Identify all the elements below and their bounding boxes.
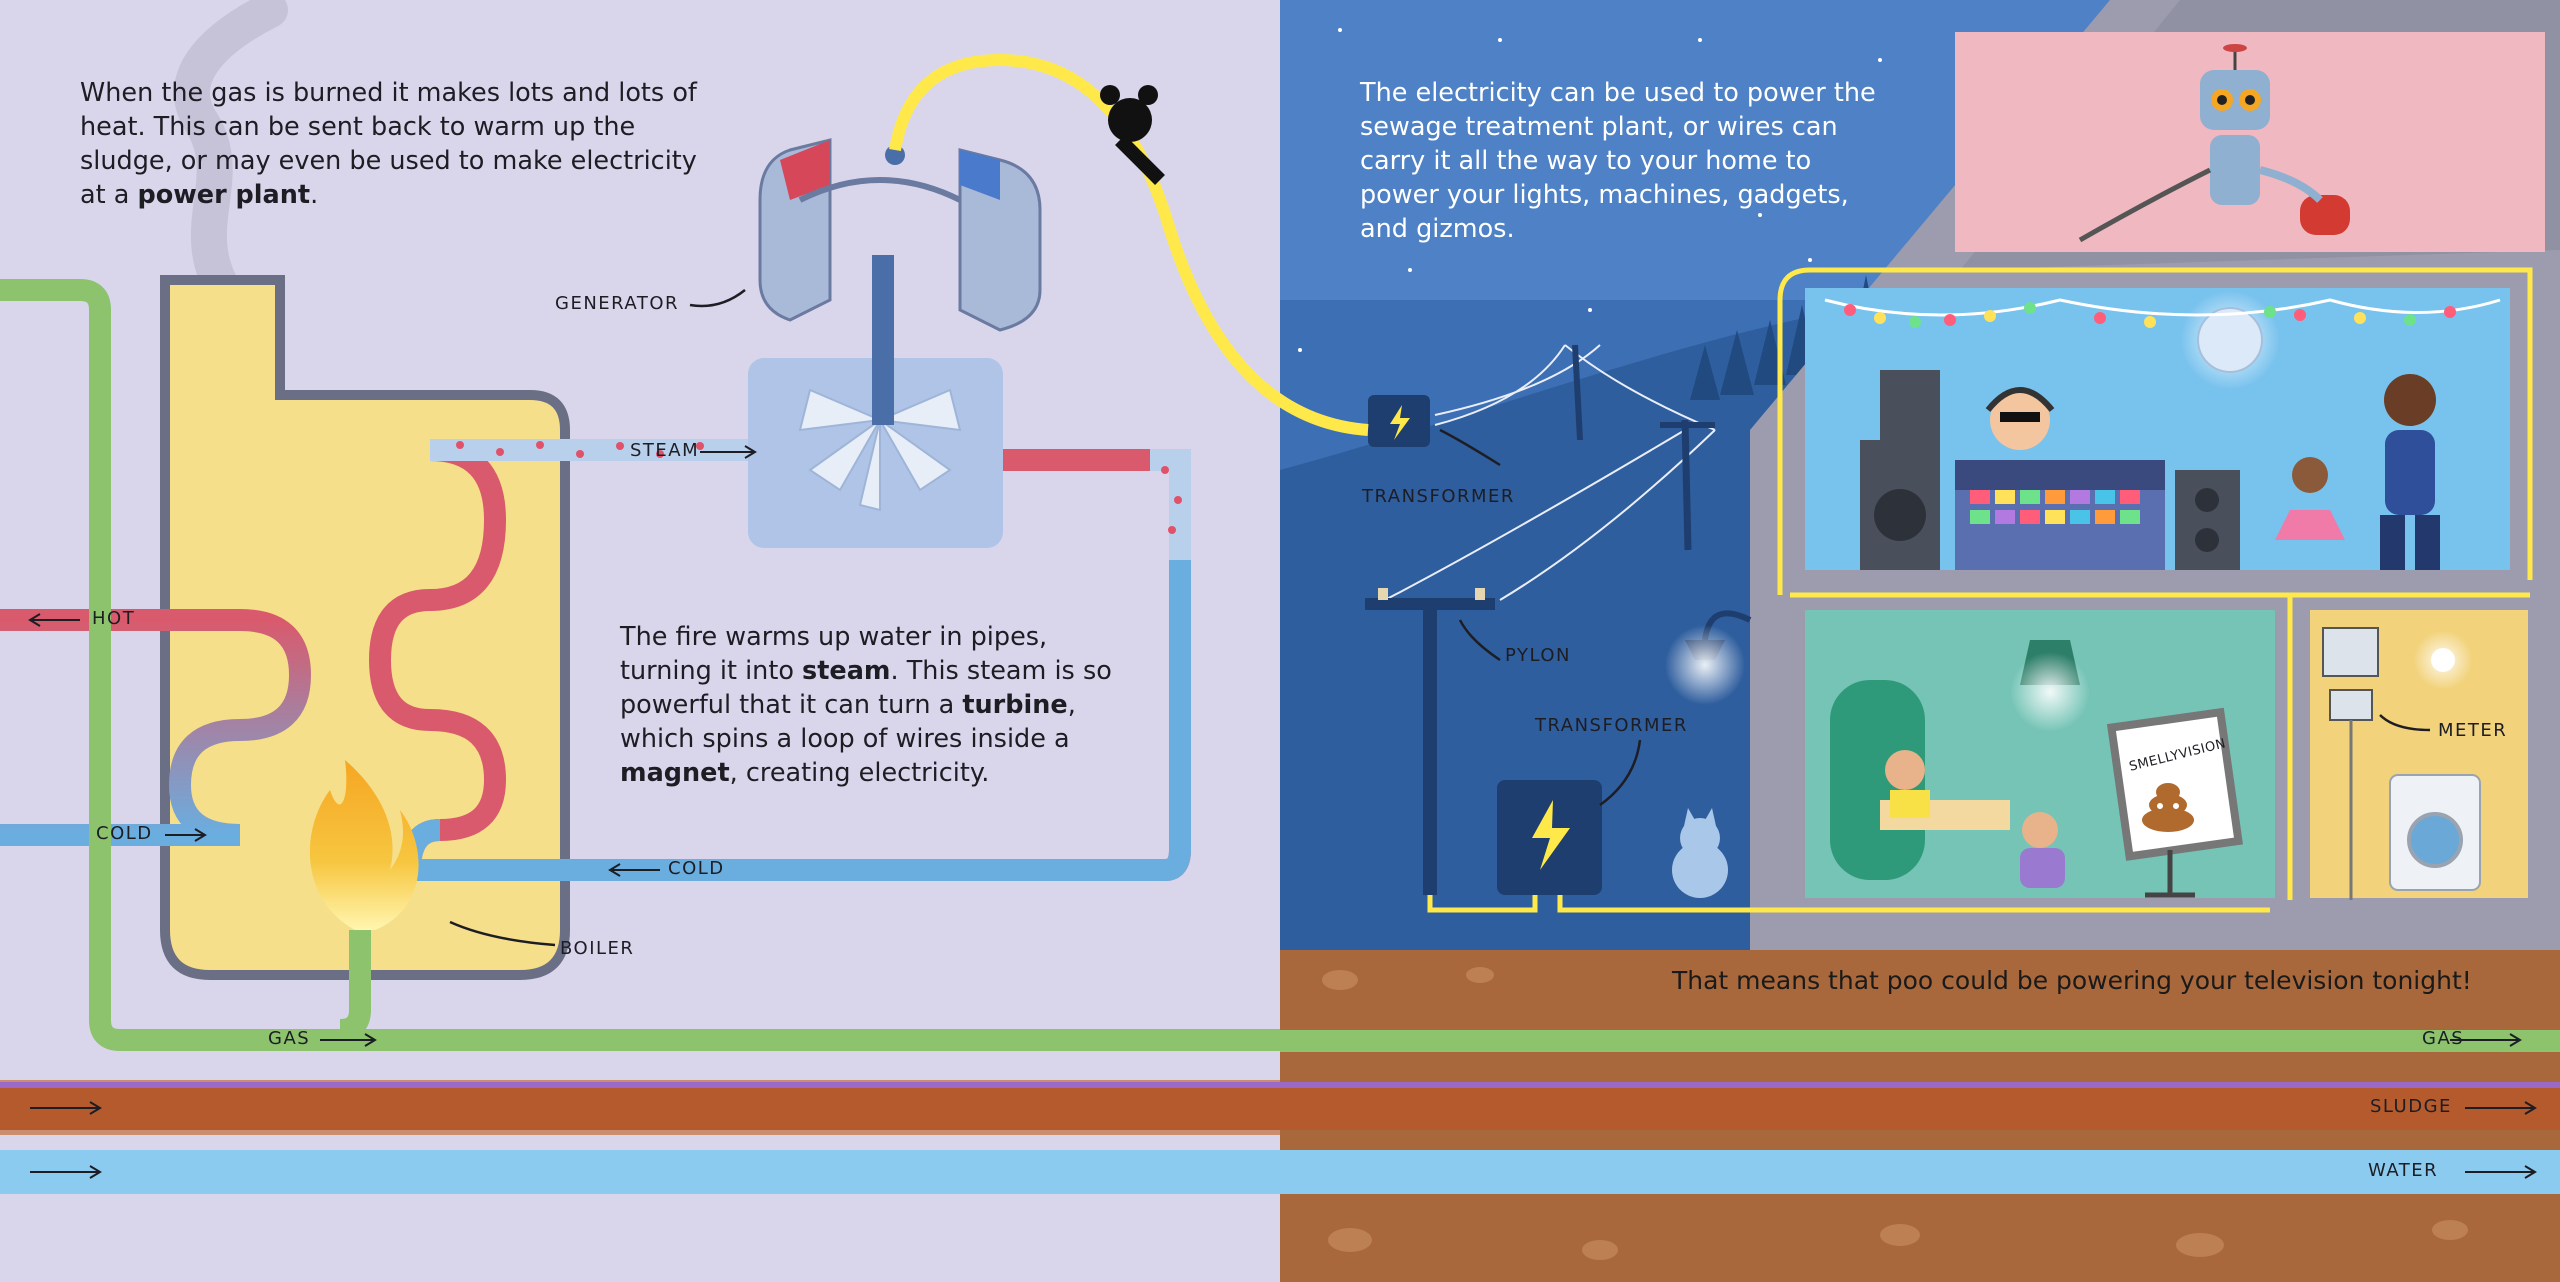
gas-burned-paragraph: When the gas is burned it makes lots and… — [80, 78, 697, 210]
transformer-bottom-label: TRANSFORMER — [1535, 715, 1688, 736]
arrow-left-icon — [28, 613, 660, 877]
chimney — [180, 300, 260, 370]
fuse-box — [2322, 627, 2379, 677]
pylon — [1365, 588, 1495, 895]
girl-dancing — [2292, 457, 2328, 493]
steam-label: STEAM — [630, 440, 700, 461]
baby — [1885, 750, 1925, 790]
steam-pipe — [430, 439, 1191, 560]
fire-warms-paragraph: The fire warms up water in pipes, turnin… — [620, 622, 1112, 788]
sludge-pipe — [0, 1088, 2560, 1130]
lightning-bolt-icon — [1532, 800, 1570, 870]
boiler-label: BOILER — [560, 938, 635, 959]
living-room-scene — [1830, 640, 2243, 898]
turbine-blades — [798, 388, 962, 512]
disco-ball — [2197, 307, 2263, 373]
water-label: WATER — [2368, 1160, 2439, 1181]
soil-stones — [1322, 967, 2468, 1260]
television — [2106, 707, 2243, 861]
water-pipe — [0, 1150, 2560, 1194]
cold-label-left: COLD — [96, 823, 153, 844]
gas-label-left: GAS — [268, 1028, 311, 1049]
meter-label: METER — [2438, 720, 2508, 741]
girl-reading — [2022, 812, 2058, 848]
cat — [1672, 808, 1728, 898]
boy-dancing — [2384, 374, 2436, 426]
speaker-right — [2175, 470, 2240, 570]
sludge-label: SLUDGE — [2370, 1096, 2452, 1117]
stars — [1298, 28, 1882, 352]
robot-vacuum — [2078, 44, 2350, 243]
meter-box — [2329, 689, 2373, 721]
transformer-top-label: TRANSFORMER — [1362, 486, 1515, 507]
hot-label: HOT — [92, 608, 136, 629]
steam-dots — [456, 441, 1182, 534]
pylon-label: PYLON — [1505, 645, 1571, 666]
generator-label: GENERATOR — [555, 293, 680, 314]
utility-room-scene — [2322, 627, 2481, 900]
gas-label-right: GAS — [2422, 1028, 2465, 1049]
arrow-right-icon — [165, 445, 2537, 1179]
sludge-pipe-border — [0, 1082, 2560, 1088]
lightning-bolt-icon — [1390, 405, 1410, 440]
arrow-right-icon — [30, 1101, 102, 1179]
gas-pipe-overlay — [1280, 1030, 2560, 1052]
gas-pipe-main — [0, 279, 2560, 1051]
street-lamp — [1665, 610, 1752, 705]
tagline: That means that poo could be powering yo… — [1672, 966, 2472, 995]
cold-label-return: COLD — [668, 858, 725, 879]
flame-icon — [309, 760, 419, 930]
pointer-arrows — [449, 289, 2431, 947]
electricity-used-paragraph: The electricity can be used to power the… — [1360, 78, 1876, 244]
generator — [758, 138, 1042, 425]
cold-return-pipe — [398, 560, 1191, 881]
shocked-dog — [1100, 85, 1165, 185]
hot-cold-coil-left — [0, 609, 312, 846]
house-wiring — [1427, 267, 2533, 913]
party-scene — [1824, 290, 2501, 570]
gas-pipe-feed — [339, 930, 371, 1041]
poo-icon — [2142, 783, 2194, 832]
smoke — [174, 0, 288, 318]
power-lines — [1384, 344, 1716, 601]
